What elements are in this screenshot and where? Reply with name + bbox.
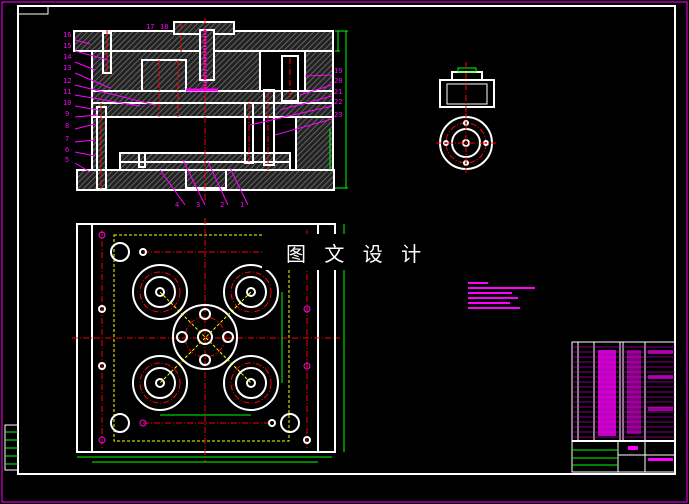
guide-hole — [110, 242, 130, 262]
part-labels-top: 17 18 — [146, 23, 168, 31]
spacer-block-left — [91, 116, 107, 171]
label-16: 16 — [63, 31, 71, 39]
label-12: 12 — [63, 77, 71, 85]
center-cavity — [172, 304, 238, 370]
label-15: 15 — [63, 42, 71, 50]
label-11: 11 — [63, 88, 71, 96]
label-10: 10 — [63, 99, 71, 107]
label-3: 3 — [196, 201, 200, 209]
moving-mold-plate — [91, 102, 334, 118]
label-14: 14 — [63, 53, 71, 61]
label-2: 2 — [220, 201, 224, 209]
part-labels-right: 19 20 21 22 23 — [334, 67, 342, 119]
label-4: 4 — [175, 201, 179, 209]
binding-strip — [4, 424, 19, 471]
cavity-bottom-right — [223, 355, 279, 411]
cavity-bottom-left — [132, 355, 188, 411]
part-labels-bottom: 4 3 2 1 — [175, 201, 244, 209]
spacer-block-right — [295, 116, 334, 171]
mold-section-view[interactable] — [73, 18, 348, 200]
label-17: 17 — [146, 23, 154, 31]
label-19: 19 — [334, 67, 342, 75]
label-8: 8 — [65, 122, 69, 130]
part-top-view[interactable] — [436, 113, 496, 173]
cavity-top-right — [223, 264, 279, 320]
label-22: 22 — [334, 98, 342, 106]
part-labels-left: 16 15 14 13 12 11 10 9 8 7 6 5 — [63, 31, 71, 164]
label-18: 18 — [160, 23, 168, 31]
cavity-top-left — [132, 264, 188, 320]
stop-pin — [138, 152, 146, 168]
return-pin — [263, 89, 275, 166]
label-1: 1 — [240, 201, 244, 209]
guide-bush — [281, 55, 299, 102]
label-7: 7 — [65, 135, 69, 143]
drawing-frame — [17, 5, 676, 475]
technical-notes — [468, 282, 535, 309]
title-block[interactable] — [571, 341, 676, 473]
label-13: 13 — [63, 64, 71, 72]
label-5: 5 — [65, 156, 69, 164]
label-9: 9 — [65, 110, 69, 118]
watermark-bg — [262, 234, 418, 270]
frame-tag — [17, 5, 49, 15]
leader-lines — [74, 39, 333, 206]
label-23: 23 — [334, 111, 342, 119]
watermark-text: 图 文 设 计 — [286, 242, 427, 266]
label-20: 20 — [334, 77, 342, 85]
label-21: 21 — [334, 88, 342, 96]
label-6: 6 — [65, 146, 69, 154]
part-side-view[interactable] — [439, 62, 495, 112]
sprue-bushing — [199, 29, 215, 81]
fixed-plate-right — [304, 50, 334, 92]
